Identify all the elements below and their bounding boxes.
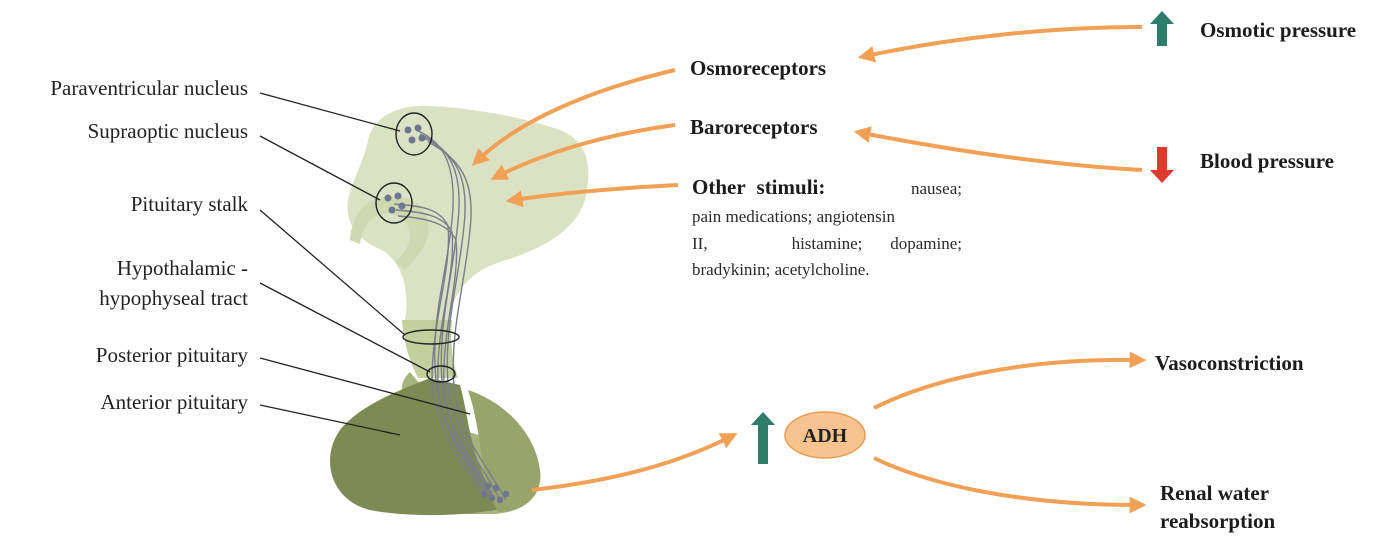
arrow-blood-pressure-to-baroreceptors [862,133,1142,170]
label-posterior-pituitary: Posterior pituitary [96,343,249,367]
label-baroreceptors: Baroreceptors [690,115,818,139]
arrow-osmotic-pressure-to-osmoreceptors [866,27,1142,56]
adh-up-arrow-icon [751,412,775,464]
label-vasoconstriction: Vasoconstriction [1155,351,1304,375]
label-pituitary-stalk: Pituitary stalk [131,192,249,216]
brain-pituitary-illustration [330,106,588,515]
other-stimuli-line3a: II, [692,234,708,253]
label-renal-line2: reabsorption [1160,509,1275,533]
label-tract-line2: hypophyseal tract [99,286,248,310]
label-osmotic-pressure: Osmotic pressure [1200,18,1356,42]
label-supraoptic-nucleus: Supraoptic nucleus [88,119,248,143]
other-stimuli-block: Other stimuli: nausea; pain medications;… [692,175,962,279]
label-paraventricular-nucleus: Paraventricular nucleus [50,76,248,100]
receptor-labels: Osmoreceptors Baroreceptors [690,56,826,139]
other-stimuli-line2: pain medications; angiotensin [692,207,896,226]
other-stimuli-heading: Other stimuli: [692,175,825,199]
label-anterior-pituitary: Anterior pituitary [100,390,248,414]
other-stimuli-line3c: dopamine; [890,234,962,253]
arrow-pituitary-to-adh [532,437,730,490]
osmotic-pressure-indicator: Osmotic pressure [1150,11,1356,46]
other-stimuli-line1: nausea; [911,179,962,198]
arrow-adh-to-vasoconstriction [874,360,1138,408]
other-stimuli-line3b: histamine; [792,234,863,253]
label-renal-line1: Renal water [1160,481,1269,505]
adh-label: ADH [803,425,848,447]
effect-labels: Vasoconstriction Renal water reabsorptio… [1155,351,1304,533]
leader-paraventricular [260,93,400,131]
anatomy-labels: Paraventricular nucleus Supraoptic nucle… [50,76,248,414]
label-blood-pressure: Blood pressure [1200,149,1334,173]
down-arrow-icon [1150,147,1174,183]
label-tract-line1: Hypothalamic - [117,256,248,280]
adh-node: ADH [751,412,865,464]
up-arrow-icon [1150,11,1174,46]
arrow-adh-to-renal-reabsorption [874,458,1138,505]
other-stimuli-line4: bradykinin; acetylcholine. [692,260,870,279]
label-osmoreceptors: Osmoreceptors [690,56,826,80]
blood-pressure-indicator: Blood pressure [1150,147,1334,183]
